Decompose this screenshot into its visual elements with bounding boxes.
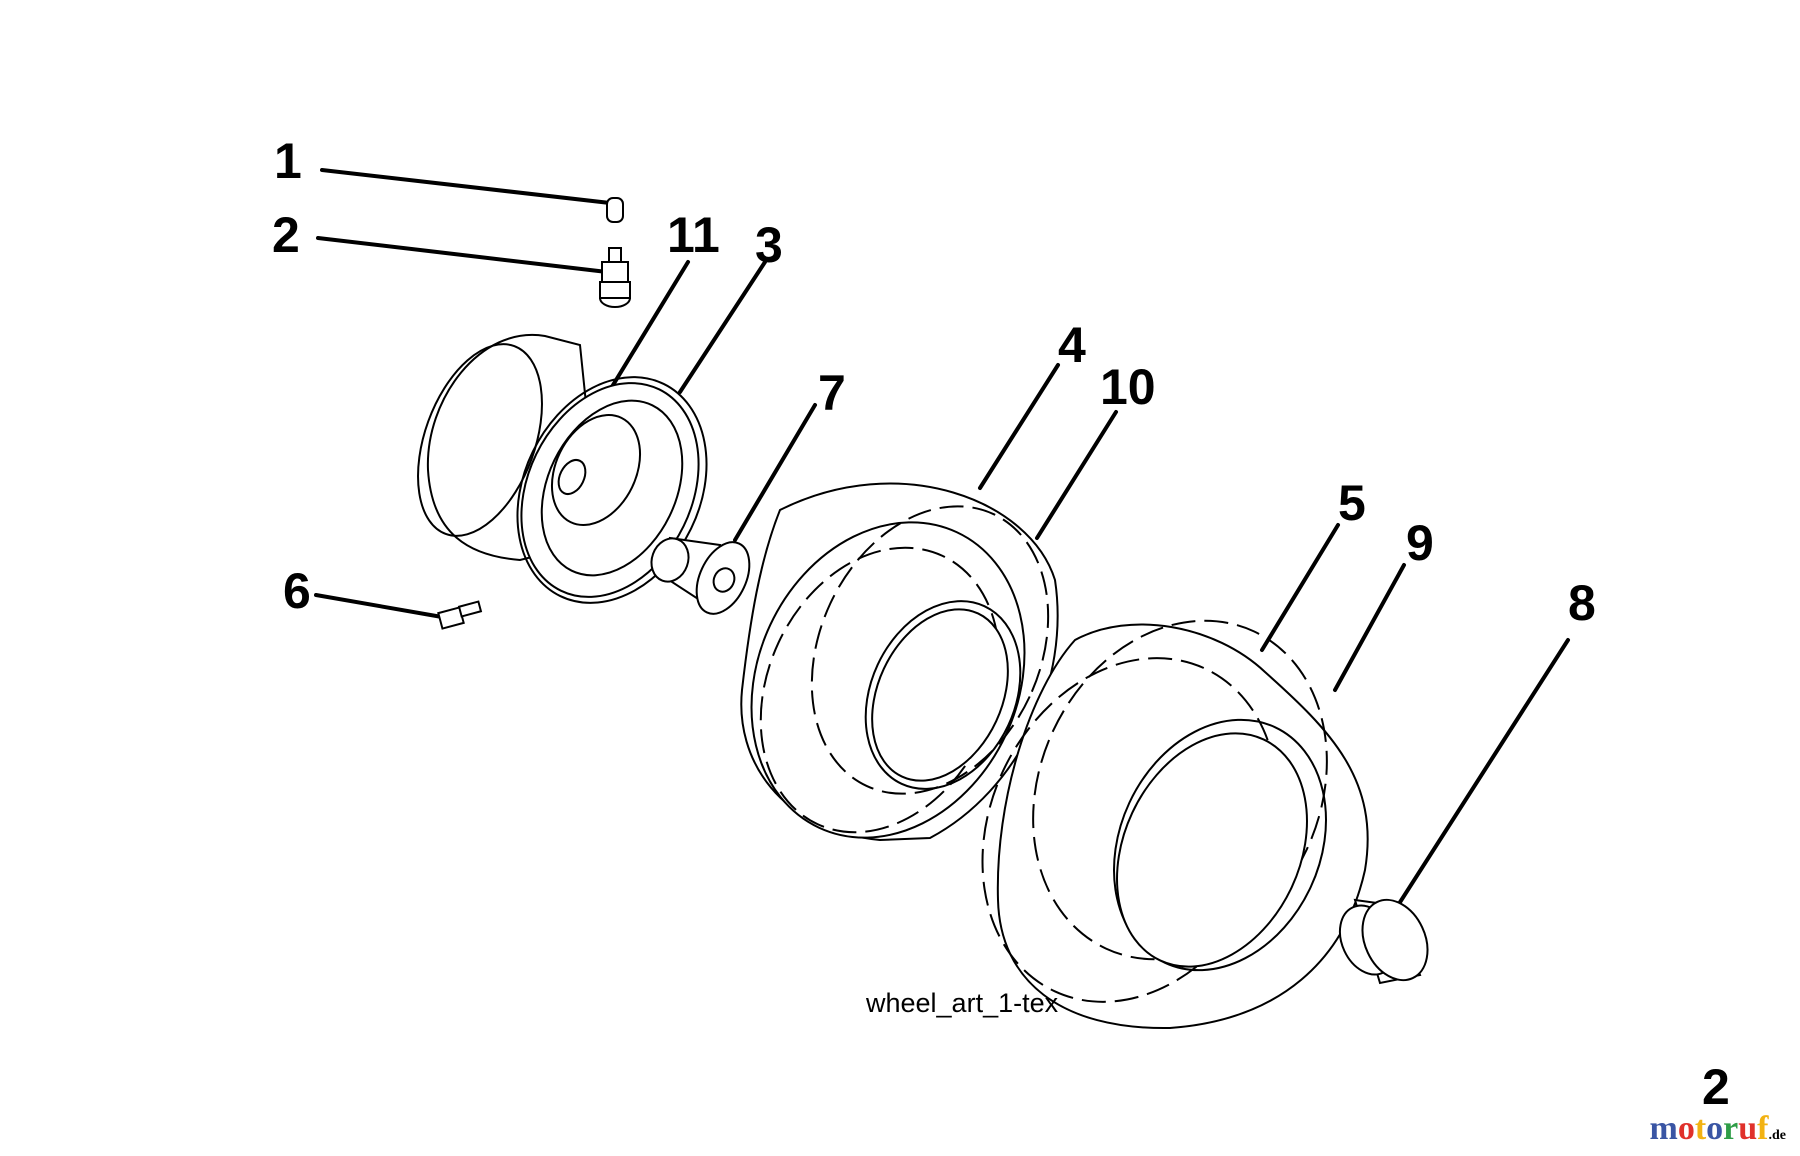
watermark-suffix: .de bbox=[1768, 1128, 1787, 1143]
part-tire-rear bbox=[981, 619, 1369, 1030]
watermark-logo: motoruf.de bbox=[1650, 1110, 1787, 1148]
part-rim bbox=[417, 333, 700, 598]
drawing-caption: wheel_art_1-tex bbox=[865, 988, 1059, 1018]
part-valve-cap bbox=[606, 197, 624, 223]
callout-7: 7 bbox=[818, 365, 846, 421]
callout-8: 8 bbox=[1568, 575, 1596, 631]
watermark-letter: f bbox=[1757, 1110, 1769, 1147]
callout-9: 9 bbox=[1406, 515, 1434, 571]
page-number: 2 bbox=[1702, 1059, 1730, 1115]
callout-numbers: 1 2 11 3 4 10 7 6 5 9 8 bbox=[272, 133, 1596, 631]
callout-11: 11 bbox=[667, 207, 720, 263]
part-tubeless-ring bbox=[516, 376, 708, 604]
watermark-letter: m bbox=[1649, 1110, 1678, 1147]
callout-5: 5 bbox=[1338, 475, 1366, 531]
part-hub-cap bbox=[1338, 898, 1429, 985]
callout-6: 6 bbox=[283, 563, 311, 619]
part-bolt bbox=[437, 600, 483, 630]
callout-2: 2 bbox=[272, 207, 300, 263]
callout-10: 10 bbox=[1100, 359, 1156, 415]
part-tire-front bbox=[740, 482, 1059, 842]
part-bushing bbox=[650, 536, 751, 615]
callout-1: 1 bbox=[274, 133, 302, 189]
callout-3: 3 bbox=[755, 217, 783, 273]
watermark-letter: o bbox=[1706, 1110, 1724, 1147]
callout-4: 4 bbox=[1058, 317, 1086, 373]
watermark-letters: motoruf bbox=[1650, 1110, 1769, 1147]
watermark-letter: o bbox=[1677, 1110, 1695, 1147]
watermark-letter: r bbox=[1723, 1110, 1739, 1147]
part-valve-stem bbox=[599, 247, 631, 308]
watermark-letter: t bbox=[1694, 1110, 1707, 1147]
watermark-letter: u bbox=[1738, 1110, 1758, 1147]
